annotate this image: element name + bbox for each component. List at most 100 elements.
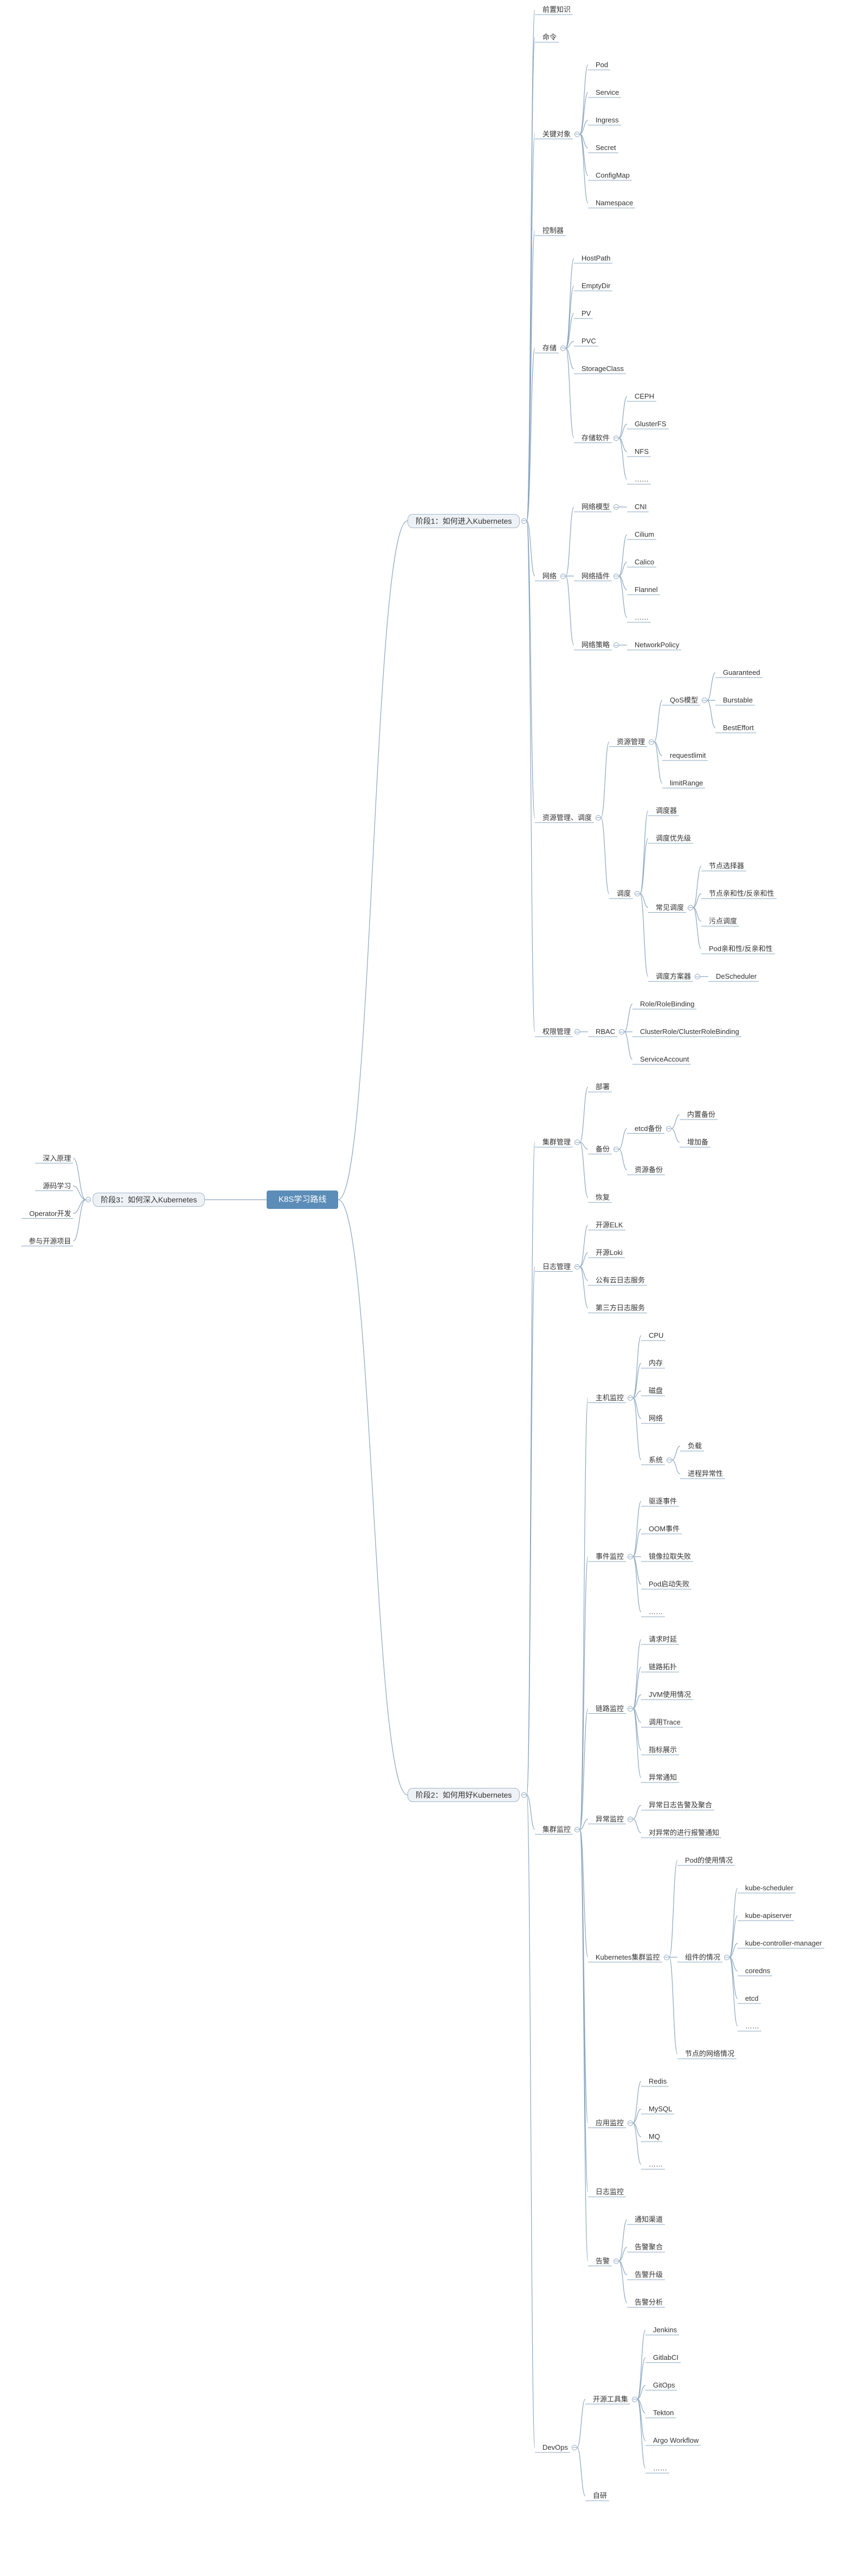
collapse-toggle-icon[interactable] bbox=[574, 1029, 580, 1035]
mindmap-node[interactable]: 网络 bbox=[649, 1414, 663, 1422]
mindmap-node[interactable]: …… bbox=[649, 2160, 663, 2168]
mindmap-node[interactable]: Guaranteed bbox=[723, 668, 760, 676]
mindmap-node[interactable]: Pod启动失败 bbox=[649, 1580, 690, 1588]
mindmap-node[interactable]: EmptyDir bbox=[581, 282, 611, 290]
mindmap-node[interactable]: 前置知识 bbox=[542, 5, 571, 14]
mindmap-node[interactable]: Pod bbox=[596, 61, 609, 69]
mindmap-node[interactable]: CPU bbox=[649, 1331, 664, 1339]
mindmap-node[interactable]: 控制器 bbox=[542, 226, 564, 235]
collapse-toggle-icon[interactable] bbox=[628, 1554, 633, 1559]
mindmap-node[interactable]: 源码学习 bbox=[43, 1181, 72, 1190]
mindmap-node[interactable]: etcd备份 bbox=[635, 1124, 662, 1133]
mindmap-node[interactable]: Role/RoleBinding bbox=[640, 1000, 695, 1008]
mindmap-node[interactable]: Tekton bbox=[653, 2409, 674, 2417]
mindmap-node[interactable]: 增加备 bbox=[687, 1138, 709, 1146]
mindmap-node[interactable]: 事件监控 bbox=[596, 1552, 624, 1560]
mindmap-node[interactable]: GlusterFS bbox=[635, 420, 667, 428]
mindmap-node[interactable]: 系统 bbox=[649, 1455, 663, 1464]
collapse-toggle-icon[interactable] bbox=[632, 2396, 637, 2402]
mindmap-node[interactable]: OOM事件 bbox=[649, 1525, 680, 1533]
collapse-toggle-icon[interactable] bbox=[574, 1826, 580, 1832]
mindmap-node[interactable]: coredns bbox=[745, 1967, 771, 1975]
collapse-toggle-icon[interactable] bbox=[560, 345, 566, 351]
mindmap-node[interactable]: 异常日志告警及聚合 bbox=[649, 1801, 713, 1809]
mindmap-node[interactable]: Pod的使用情况 bbox=[685, 1856, 733, 1864]
collapse-toggle-icon[interactable] bbox=[521, 518, 527, 524]
mindmap-node[interactable]: etcd bbox=[745, 1994, 759, 2002]
mindmap-node[interactable]: 自研 bbox=[593, 2492, 608, 2500]
root-node[interactable]: K8S学习路线 bbox=[267, 1191, 339, 1209]
mindmap-node[interactable]: 污点调度 bbox=[709, 917, 738, 925]
mindmap-node[interactable]: MQ bbox=[649, 2132, 660, 2141]
collapse-toggle-icon[interactable] bbox=[664, 1954, 669, 1960]
mindmap-node[interactable]: Flannel bbox=[635, 586, 658, 594]
mindmap-node[interactable]: 参与开源项目 bbox=[29, 1237, 72, 1245]
mindmap-node[interactable]: 存储软件 bbox=[581, 433, 610, 442]
mindmap-node[interactable]: …… bbox=[653, 2464, 667, 2472]
collapse-toggle-icon[interactable] bbox=[628, 1816, 633, 1822]
mindmap-node[interactable]: Redis bbox=[649, 2077, 667, 2085]
mindmap-node[interactable]: 请求时延 bbox=[649, 1635, 677, 1643]
mindmap-node[interactable]: 开源工具集 bbox=[593, 2395, 629, 2403]
stage-node[interactable]: 阶段1：如何进入Kubernetes bbox=[408, 513, 520, 528]
mindmap-node[interactable]: …… bbox=[649, 1608, 663, 1616]
mindmap-node[interactable]: Kubernetes集群监控 bbox=[596, 1953, 660, 1961]
collapse-toggle-icon[interactable] bbox=[574, 1140, 580, 1145]
mindmap-node[interactable]: 内置备份 bbox=[687, 1110, 716, 1118]
mindmap-node[interactable]: 节点的网络情况 bbox=[685, 2050, 735, 2058]
mindmap-node[interactable]: 进程异常性 bbox=[688, 1469, 723, 1478]
mindmap-node[interactable]: 驱逐事件 bbox=[649, 1497, 677, 1505]
collapse-toggle-icon[interactable] bbox=[649, 739, 654, 745]
mindmap-node[interactable]: MySQL bbox=[649, 2105, 673, 2113]
collapse-toggle-icon[interactable] bbox=[521, 1792, 527, 1798]
collapse-toggle-icon[interactable] bbox=[628, 1395, 633, 1401]
mindmap-node[interactable]: ClusterRole/ClusterRoleBinding bbox=[640, 1027, 739, 1036]
mindmap-node[interactable]: 调度器 bbox=[656, 806, 677, 815]
mindmap-node[interactable]: 调度方案器 bbox=[656, 972, 691, 980]
mindmap-node[interactable]: 备份 bbox=[596, 1144, 610, 1153]
mindmap-node[interactable]: 资源备份 bbox=[635, 1166, 663, 1174]
collapse-toggle-icon[interactable] bbox=[702, 698, 707, 703]
collapse-toggle-icon[interactable] bbox=[666, 1126, 671, 1131]
mindmap-node[interactable]: Pod亲和性/反亲和性 bbox=[709, 945, 773, 953]
mindmap-node[interactable]: 资源管理 bbox=[617, 737, 645, 746]
mindmap-node[interactable]: 链路拓扑 bbox=[649, 1663, 677, 1671]
mindmap-node[interactable]: 日志监控 bbox=[596, 2188, 624, 2196]
collapse-toggle-icon[interactable] bbox=[667, 1457, 672, 1463]
mindmap-node[interactable]: 关键对象 bbox=[542, 129, 571, 138]
mindmap-node[interactable]: 存储 bbox=[542, 343, 557, 352]
mindmap-node[interactable]: Cilium bbox=[635, 530, 655, 538]
mindmap-node[interactable]: 节点亲和性/反亲和性 bbox=[709, 889, 774, 897]
mindmap-node[interactable]: 资源管理、调度 bbox=[542, 813, 592, 822]
collapse-toggle-icon[interactable] bbox=[619, 1029, 624, 1035]
mindmap-node[interactable]: …… bbox=[745, 2022, 759, 2030]
mindmap-node[interactable]: 链路监控 bbox=[596, 1704, 624, 1713]
mindmap-node[interactable]: 网络模型 bbox=[581, 503, 610, 511]
mindmap-node[interactable]: 告警分析 bbox=[635, 2298, 663, 2306]
mindmap-node[interactable]: …… bbox=[635, 613, 649, 621]
mindmap-node[interactable]: …… bbox=[635, 475, 649, 483]
mindmap-node[interactable]: 网络插件 bbox=[581, 571, 610, 580]
mindmap-node[interactable]: 日志管理 bbox=[542, 1262, 571, 1271]
mindmap-node[interactable]: 主机监控 bbox=[596, 1393, 624, 1402]
mindmap-node[interactable]: Argo Workflow bbox=[653, 2436, 699, 2444]
mindmap-node[interactable]: requestlimit bbox=[670, 751, 706, 759]
collapse-toggle-icon[interactable] bbox=[613, 1146, 619, 1152]
mindmap-node[interactable]: 异常通知 bbox=[649, 1773, 677, 1781]
mindmap-node[interactable]: DeScheduler bbox=[716, 972, 757, 980]
collapse-toggle-icon[interactable] bbox=[613, 2258, 619, 2264]
mindmap-node[interactable]: 负载 bbox=[688, 1442, 702, 1450]
collapse-toggle-icon[interactable] bbox=[695, 974, 700, 979]
mindmap-node[interactable]: 节点选择器 bbox=[709, 862, 745, 870]
collapse-toggle-icon[interactable] bbox=[635, 891, 640, 896]
collapse-toggle-icon[interactable] bbox=[574, 131, 580, 137]
collapse-toggle-icon[interactable] bbox=[628, 1706, 633, 1712]
mindmap-node[interactable]: 调度优先级 bbox=[656, 834, 691, 842]
mindmap-node[interactable]: 集群管理 bbox=[542, 1138, 571, 1146]
mindmap-node[interactable]: 异常监控 bbox=[596, 1814, 624, 1823]
mindmap-node[interactable]: GitOps bbox=[653, 2381, 675, 2389]
mindmap-node[interactable]: Calico bbox=[635, 558, 655, 566]
mindmap-node[interactable]: PVC bbox=[581, 337, 596, 345]
mindmap-node[interactable]: PV bbox=[581, 309, 591, 317]
mindmap-node[interactable]: 开源ELK bbox=[596, 1221, 623, 1229]
